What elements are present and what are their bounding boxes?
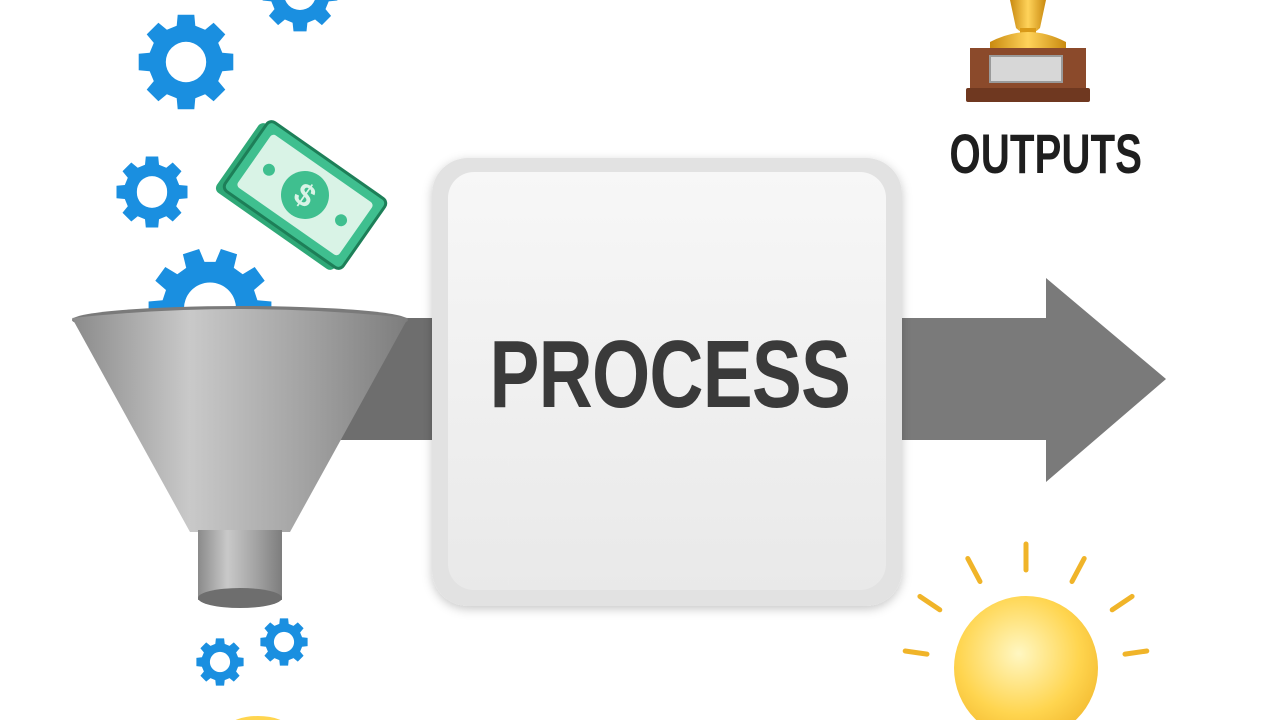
trophy-icon bbox=[966, 0, 1090, 102]
funnel-icon bbox=[72, 306, 408, 608]
outputs-label: OUTPUTS bbox=[949, 122, 1143, 185]
gear-icon bbox=[138, 14, 234, 110]
process-box bbox=[432, 158, 902, 606]
arrow-icon bbox=[880, 278, 1166, 482]
process-label: PROCESS bbox=[489, 321, 851, 428]
sun-ray bbox=[1109, 593, 1135, 613]
gear-icon bbox=[196, 638, 244, 686]
bulb-fragment bbox=[235, 716, 281, 720]
sun-ray bbox=[965, 556, 983, 584]
sun-rays bbox=[902, 541, 1150, 657]
sun-ray bbox=[1122, 648, 1150, 657]
sun-ray bbox=[1069, 556, 1087, 584]
money-icon: $ bbox=[215, 120, 388, 270]
gear-icon bbox=[116, 156, 188, 228]
sun-ray bbox=[917, 593, 943, 613]
sun-icon bbox=[954, 596, 1098, 720]
sun-ray bbox=[902, 648, 930, 657]
gear-icon bbox=[262, 0, 338, 32]
gear-icon bbox=[260, 618, 308, 666]
